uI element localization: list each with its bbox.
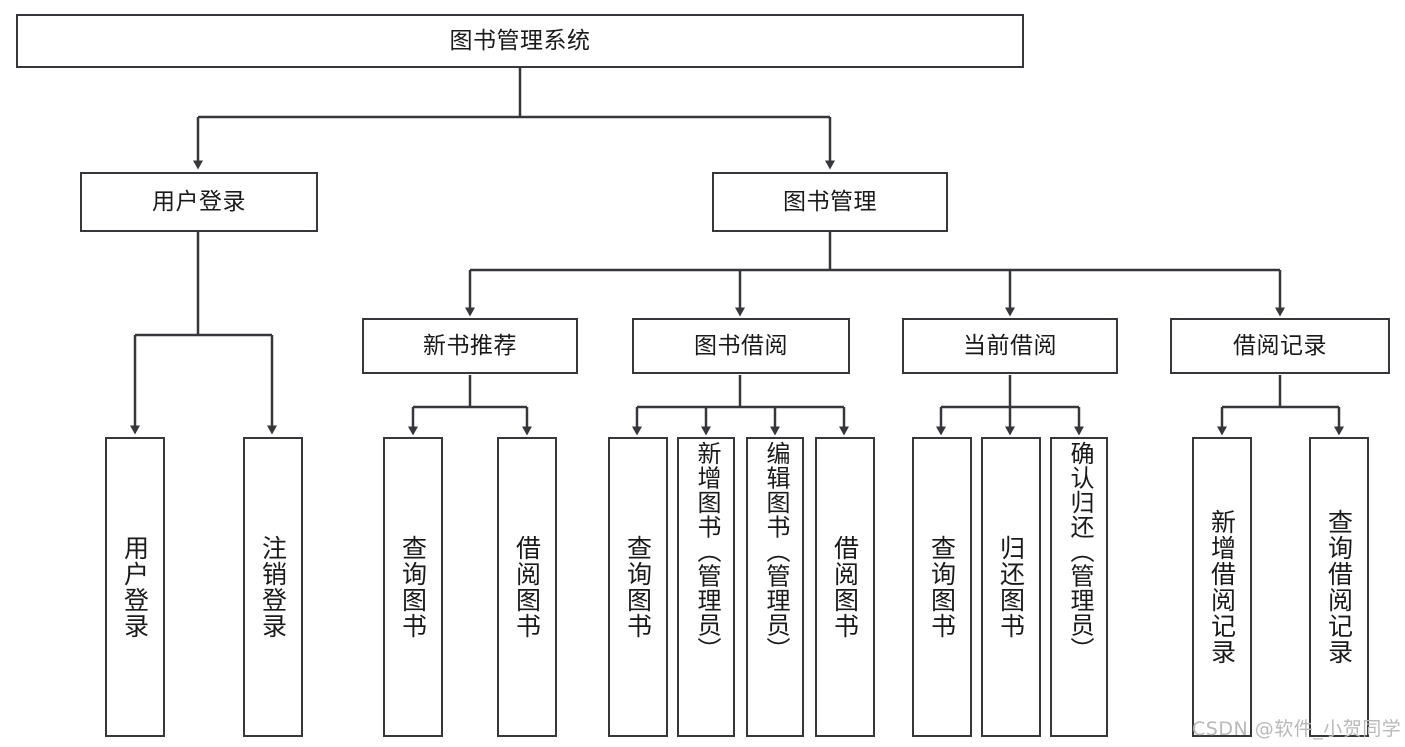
leaf-return-book[interactable]: 归还图书 xyxy=(981,437,1041,737)
node-label: 用户登录 xyxy=(120,535,150,639)
node-label: 图书管理 xyxy=(783,188,877,215)
leaf-query-book-bb[interactable]: 查询图书 xyxy=(608,437,668,737)
node-label: 借阅图书 xyxy=(830,535,860,639)
node-borrow-record[interactable]: 借阅记录 xyxy=(1170,318,1390,374)
leaf-add-book-admin[interactable]: 新增图书（管理员） xyxy=(677,437,735,737)
node-new-book-recommend[interactable]: 新书推荐 xyxy=(362,318,578,374)
node-book-borrow[interactable]: 图书借阅 xyxy=(632,318,850,374)
watermark-text: CSDN @软件_小贺同学 xyxy=(1192,718,1402,740)
node-label: 查询图书 xyxy=(623,535,653,639)
node-label: 查询图书 xyxy=(927,535,957,639)
node-label: 新增图书（管理员） xyxy=(692,441,721,662)
node-label: 新增借阅记录 xyxy=(1207,509,1237,665)
node-current-borrow[interactable]: 当前借阅 xyxy=(902,318,1118,374)
leaf-query-book-cb[interactable]: 查询图书 xyxy=(912,437,972,737)
leaf-query-book-nb[interactable]: 查询图书 xyxy=(383,437,443,737)
leaf-add-borrow-record[interactable]: 新增借阅记录 xyxy=(1192,437,1252,737)
node-label: 归还图书 xyxy=(996,535,1026,639)
leaf-confirm-return-admin[interactable]: 确认归还（管理员） xyxy=(1050,437,1108,737)
leaf-edit-book-admin[interactable]: 编辑图书（管理员） xyxy=(746,437,804,737)
node-label: 当前借阅 xyxy=(963,332,1057,359)
node-root-system[interactable]: 图书管理系统 xyxy=(16,14,1024,68)
node-label: 新书推荐 xyxy=(423,332,517,359)
node-label: 用户登录 xyxy=(152,188,246,215)
node-label: 图书管理系统 xyxy=(449,27,591,54)
node-label: 图书借阅 xyxy=(694,332,788,359)
node-label: 借阅图书 xyxy=(512,535,542,639)
leaf-query-borrow-record[interactable]: 查询借阅记录 xyxy=(1309,437,1369,737)
node-book-management[interactable]: 图书管理 xyxy=(712,172,948,232)
node-label: 查询借阅记录 xyxy=(1324,509,1354,665)
leaf-borrow-book-nb[interactable]: 借阅图书 xyxy=(497,437,557,737)
node-label: 借阅记录 xyxy=(1233,332,1327,359)
node-label: 确认归还（管理员） xyxy=(1065,441,1094,662)
leaf-logout-login[interactable]: 注销登录 xyxy=(243,437,303,737)
node-label: 注销登录 xyxy=(258,535,288,639)
node-user-login[interactable]: 用户登录 xyxy=(80,172,318,232)
leaf-user-login[interactable]: 用户登录 xyxy=(105,437,165,737)
node-label: 查询图书 xyxy=(398,535,428,639)
node-label: 编辑图书（管理员） xyxy=(761,441,790,662)
leaf-borrow-book-bb[interactable]: 借阅图书 xyxy=(815,437,875,737)
